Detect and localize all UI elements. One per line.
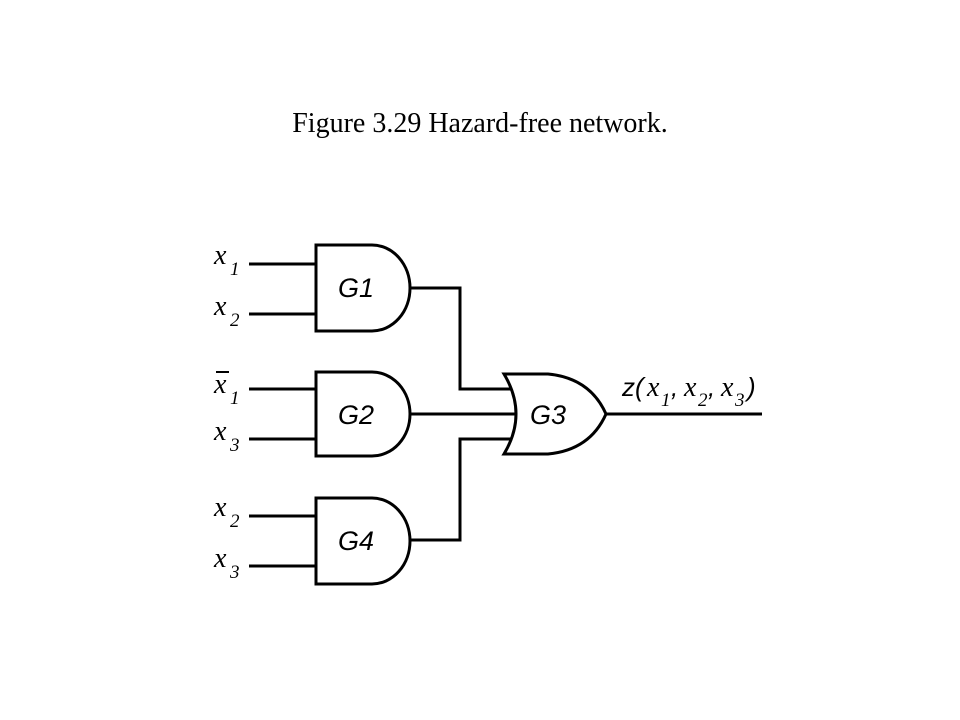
svg-text:x: x: [213, 369, 227, 400]
svg-text:x: x: [213, 492, 227, 523]
svg-text:2: 2: [230, 310, 240, 331]
svg-text:x: x: [213, 291, 227, 322]
svg-text:x: x: [213, 416, 227, 447]
svg-text:1: 1: [661, 390, 671, 411]
svg-text:1: 1: [230, 259, 240, 280]
and-gate-g4: [314, 496, 412, 586]
gate-label-g2: G2: [338, 400, 374, 430]
input-label-g1-b: x 2: [213, 291, 240, 331]
output-label: z( x 1 , x 2 , x 3 ): [621, 372, 756, 411]
svg-text:x: x: [720, 372, 734, 403]
input-label-g4-b: x 3: [213, 543, 240, 583]
svg-text:,: ,: [708, 372, 715, 402]
svg-text:3: 3: [229, 562, 240, 583]
or-gate-g3: [501, 372, 608, 456]
svg-text:,: ,: [671, 372, 678, 402]
svg-text:z(: z(: [621, 372, 646, 402]
svg-text:3: 3: [734, 390, 745, 411]
svg-text:x: x: [213, 543, 227, 574]
svg-text:3: 3: [229, 435, 240, 456]
input-label-g1-a: x 1: [213, 240, 240, 280]
svg-text:1: 1: [230, 388, 240, 409]
svg-text:x: x: [646, 372, 660, 403]
input-label-g2-a: x 1: [213, 369, 240, 409]
wire-g1-to-g3: [408, 286, 512, 391]
svg-text:x: x: [683, 372, 697, 403]
input-label-g4-a: x 2: [213, 492, 240, 532]
svg-text:2: 2: [230, 511, 240, 532]
svg-text:2: 2: [698, 390, 708, 411]
input-label-g2-b: x 3: [213, 416, 240, 456]
and-gate-g1: [314, 243, 412, 333]
svg-text:x: x: [213, 240, 227, 271]
wire-g4-to-g3: [408, 437, 512, 542]
gate-label-g4: G4: [338, 526, 374, 556]
figure-caption: Figure 3.29 Hazard-free network.: [292, 108, 668, 139]
gate-label-g3: G3: [530, 400, 566, 430]
svg-text:): ): [744, 372, 756, 402]
gate-label-g1: G1: [338, 273, 374, 303]
and-gate-g2: [314, 370, 412, 458]
